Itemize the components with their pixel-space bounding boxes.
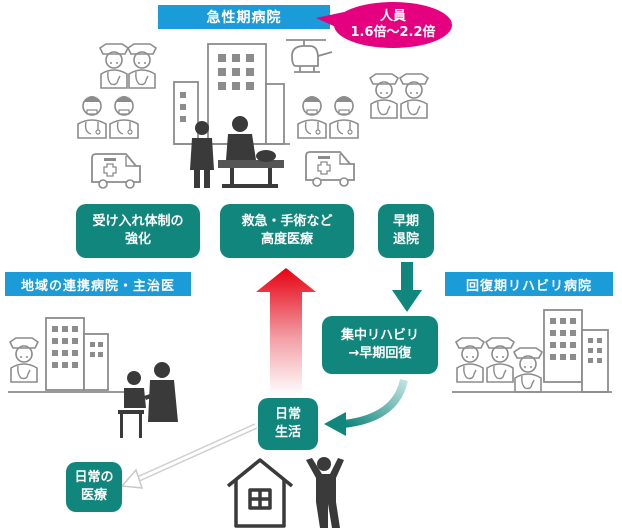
daily-care-box: 日常の 医療 xyxy=(66,462,122,512)
home-person-scene xyxy=(226,457,344,528)
regional-clinic-title: 地域の連携病院・主治医 xyxy=(5,272,191,296)
daily-care-line2: 医療 xyxy=(80,488,107,503)
staff-bubble-line2: 1.6倍〜2.2倍 xyxy=(350,25,436,40)
rehab-line2: →早期回復 xyxy=(348,346,412,361)
daily-life-line1: 日常 xyxy=(274,407,301,423)
person-icon xyxy=(306,457,344,528)
acceptance-line1: 受け入れ体制の xyxy=(92,214,184,230)
early-discharge-line2: 退院 xyxy=(392,232,419,247)
acceptance-system-box: 受け入れ体制の 強化 xyxy=(76,204,200,258)
acceptance-line2: 強化 xyxy=(124,232,151,247)
recovery-hospital-scene xyxy=(452,309,612,393)
acute-hospital-scene xyxy=(77,39,429,189)
regional-clinic-title-text: 地域の連携病院・主治医 xyxy=(20,278,175,294)
emergency-care-box: 救急・手術など 高度医療 xyxy=(220,204,354,258)
recovery-hospital-title-text: 回復期リハビリ病院 xyxy=(465,278,592,294)
surgery-team-icon xyxy=(190,116,284,188)
helicopter-icon xyxy=(286,39,333,73)
early-discharge-line1: 早期 xyxy=(392,214,419,230)
down-arrow-discharge xyxy=(392,262,422,312)
staff-ratio-bubble: 人員 1.6倍〜2.2倍 xyxy=(334,2,452,48)
curve-arrow-rehab-to-life xyxy=(343,378,408,428)
doctor-patient-icon xyxy=(118,362,178,438)
staff-bubble-line1: 人員 xyxy=(379,8,406,24)
regional-clinic-scene xyxy=(8,317,178,438)
acute-hospital-title-text: 急性期病院 xyxy=(206,10,282,26)
daily-life-line2: 生活 xyxy=(274,425,301,440)
up-arrow-emergency xyxy=(256,268,316,396)
daily-life-box: 日常 生活 xyxy=(258,398,318,450)
recovery-hospital-title: 回復期リハビリ病院 xyxy=(445,272,613,296)
intensive-rehab-box: 集中リハビリ →早期回復 xyxy=(322,316,438,374)
daily-care-line1: 日常の xyxy=(74,470,114,486)
rehab-line1: 集中リハビリ xyxy=(340,328,419,344)
acute-hospital-title: 急性期病院 xyxy=(158,5,330,29)
house-icon xyxy=(226,458,294,528)
emergency-line1: 救急・手術など xyxy=(241,214,333,230)
early-discharge-box: 早期 退院 xyxy=(378,204,434,258)
emergency-line2: 高度医療 xyxy=(260,232,313,247)
